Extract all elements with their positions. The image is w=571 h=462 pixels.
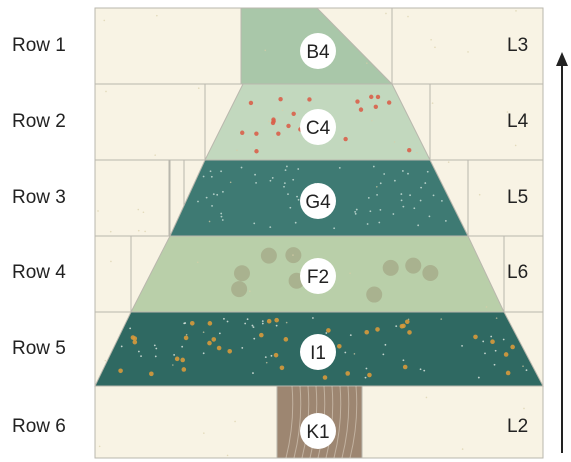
label-circle <box>300 33 336 69</box>
piece-code: C4 <box>306 118 331 139</box>
piece-code: F2 <box>307 267 329 288</box>
piece-label-1: B4 <box>300 33 336 69</box>
label-circle <box>300 413 336 449</box>
piece-code: I1 <box>310 343 326 364</box>
row-label-5: Row 5 <box>12 338 66 359</box>
code-label-3: L5 <box>507 187 529 208</box>
piece-label-2: C4 <box>300 109 336 145</box>
piece-label-6: K1 <box>300 413 336 449</box>
piece-label-5: I1 <box>300 334 336 370</box>
label-circle <box>300 258 336 294</box>
piece-code: G4 <box>305 192 331 213</box>
row-label-2: Row 2 <box>12 111 66 132</box>
row-label-4: Row 4 <box>12 262 66 283</box>
label-circle <box>300 183 336 219</box>
row-label-6: Row 6 <box>12 416 66 437</box>
row-label-3: Row 3 <box>12 187 66 208</box>
piece-code: B4 <box>306 42 330 63</box>
piece-label-3: G4 <box>300 183 336 219</box>
label-circle <box>300 334 336 370</box>
row-label-1: Row 1 <box>12 35 66 56</box>
code-label-1: L3 <box>507 35 529 56</box>
up-arrow-icon <box>556 52 568 453</box>
code-label-2: L4 <box>507 111 529 132</box>
code-label-4: L6 <box>507 262 529 283</box>
piece-code: K1 <box>306 422 329 443</box>
piece-label-4: F2 <box>300 258 336 294</box>
label-circle <box>300 109 336 145</box>
code-label-6: L2 <box>507 416 529 437</box>
